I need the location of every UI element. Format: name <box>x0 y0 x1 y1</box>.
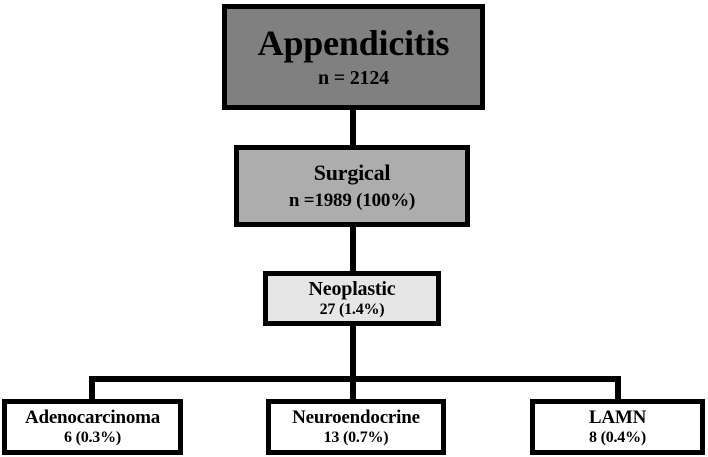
node-neuroendocrine-count: 13 (0.7%) <box>323 428 389 446</box>
node-appendicitis-count: n = 2124 <box>318 66 389 89</box>
node-appendicitis: Appendicitis n = 2124 <box>222 4 485 110</box>
node-neuroendocrine-title: Neuroendocrine <box>292 406 420 428</box>
node-surgical: Surgical n =1989 (100%) <box>234 145 470 227</box>
node-lamn-count: 8 (0.4%) <box>588 428 647 446</box>
node-adenocarcinoma-count: 6 (0.3%) <box>63 428 122 446</box>
connector-drop-neuroendocrine <box>350 376 356 402</box>
node-neoplastic-title: Neoplastic <box>308 277 396 300</box>
node-neoplastic: Neoplastic 27 (1.4%) <box>263 271 441 326</box>
connector-drop-lamn <box>615 376 621 402</box>
node-lamn-title: LAMN <box>588 406 647 428</box>
node-adenocarcinoma: Adenocarcinoma 6 (0.3%) <box>2 399 183 455</box>
node-neoplastic-count: 27 (1.4%) <box>319 300 385 318</box>
node-lamn: LAMN 8 (0.4%) <box>530 399 705 455</box>
connector-drop-adenocarcinoma <box>89 376 95 402</box>
connector-surgical-to-neoplastic <box>350 225 356 273</box>
node-surgical-title: Surgical <box>313 160 391 186</box>
node-surgical-count: n =1989 (100%) <box>288 189 416 211</box>
connector-appendicitis-to-surgical <box>350 108 356 148</box>
node-neuroendocrine: Neuroendocrine 13 (0.7%) <box>266 399 446 455</box>
node-appendicitis-title: Appendicitis <box>257 23 450 64</box>
connector-neoplastic-stem <box>350 324 356 379</box>
node-adenocarcinoma-title: Adenocarcinoma <box>24 406 161 428</box>
